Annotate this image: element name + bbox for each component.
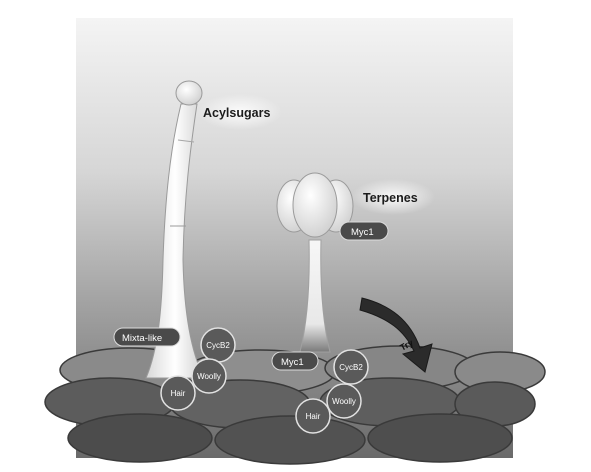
myc1-bottom-label: Myc1 (281, 357, 304, 368)
hair-circle-right (295, 398, 331, 434)
myc1-pill-top (339, 221, 389, 241)
woolly-right-label: Woolly (332, 397, 356, 406)
hair-circle-left (160, 375, 196, 411)
hair-left-label: Hair (171, 389, 186, 398)
cycb2-left-label: CycB2 (206, 341, 230, 350)
terpenes-label: Terpenes (363, 191, 418, 205)
cycb2-circle-right (333, 349, 369, 385)
woolly-circle-right (326, 383, 362, 419)
acylsugars-label: Acylsugars (203, 106, 270, 120)
terpene-gland-head (276, 172, 354, 238)
mixta-like-label: Mixta-like (122, 333, 162, 344)
left-regulator-cluster (160, 327, 236, 411)
terpene-trichome (276, 172, 354, 353)
cycb2-right-label: CycB2 (339, 363, 363, 372)
myc1-pill-bottom (271, 351, 319, 371)
try-curved-arrow (359, 297, 433, 373)
woolly-left-label: Woolly (197, 372, 221, 381)
hair-right-label: Hair (306, 412, 321, 421)
right-regulator-cluster (295, 349, 369, 434)
woolly-circle-left (191, 358, 227, 394)
acylsugar-gland-head (175, 80, 203, 106)
mixta-like-pill (113, 327, 181, 347)
myc1-top-label: Myc1 (351, 227, 374, 238)
